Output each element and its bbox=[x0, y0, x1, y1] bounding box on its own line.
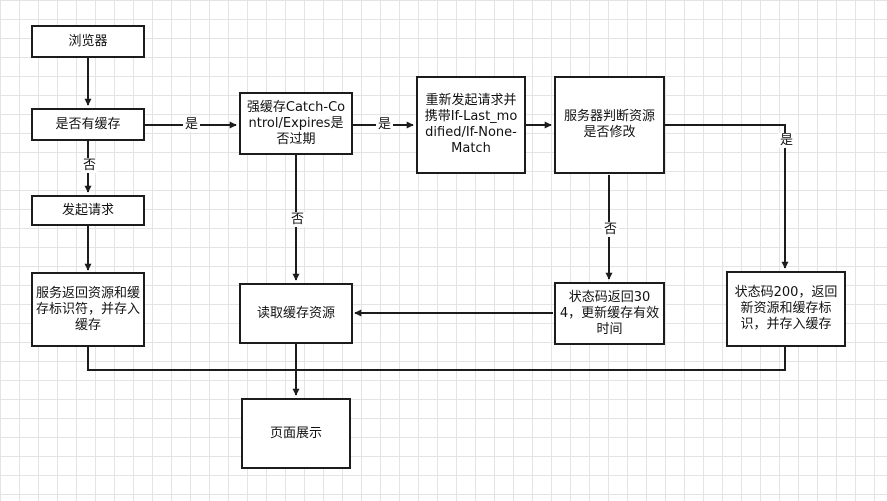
has-cache-node-text: 是否有缓存 bbox=[55, 116, 121, 132]
server-check-node: 服务器判断资源是否修改 bbox=[554, 76, 665, 174]
edge-merge-line bbox=[87, 347, 786, 371]
page-display-node-text: 页面展示 bbox=[269, 425, 322, 441]
server-check-node-text: 服务器判断资源是否修改 bbox=[563, 109, 655, 140]
browser-node-text: 浏览器 bbox=[68, 33, 108, 49]
read-cache-node-text: 读取缓存资源 bbox=[256, 305, 335, 321]
strong-cache-node: 强缓存Catch-Control/Expires是否过期 bbox=[239, 92, 353, 155]
revalidate-node-text: 重新发起请求并携带If-Last_modified/If-None-Match bbox=[424, 93, 518, 156]
send-request-node: 发起请求 bbox=[31, 195, 145, 226]
server-return-node-text: 服务返回资源和缓存标识符，并存入缓存 bbox=[36, 285, 141, 333]
label-strong-expired-yes: 是 bbox=[376, 117, 394, 132]
label-modified-no: 否 bbox=[602, 222, 620, 237]
edge-server-check-to-status-200 bbox=[665, 124, 789, 269]
browser-node: 浏览器 bbox=[31, 25, 145, 58]
server-return-node: 服务返回资源和缓存标识符，并存入缓存 bbox=[31, 272, 145, 347]
strong-cache-node-text: 强缓存Catch-Control/Expires是否过期 bbox=[246, 99, 346, 147]
revalidate-node: 重新发起请求并携带If-Last_modified/If-None-Match bbox=[416, 76, 526, 174]
status-304-node-text: 状态码返回304，更新缓存有效时间 bbox=[559, 289, 660, 337]
status-200-node-text: 状态码200，返回新资源和缓存标识，并存入缓存 bbox=[734, 285, 838, 332]
label-modified-yes: 是 bbox=[778, 133, 796, 148]
read-cache-node: 读取缓存资源 bbox=[239, 283, 353, 344]
status-200-node: 状态码200，返回新资源和缓存标识，并存入缓存 bbox=[726, 271, 846, 347]
status-304-node: 状态码返回304，更新缓存有效时间 bbox=[554, 282, 665, 345]
label-has-cache-no: 否 bbox=[81, 158, 99, 173]
label-has-cache-yes: 是 bbox=[183, 117, 201, 132]
send-request-node-text: 发起请求 bbox=[61, 202, 114, 218]
has-cache-node: 是否有缓存 bbox=[31, 108, 145, 141]
label-strong-expired-no: 否 bbox=[289, 212, 307, 227]
page-display-node: 页面展示 bbox=[241, 398, 351, 469]
